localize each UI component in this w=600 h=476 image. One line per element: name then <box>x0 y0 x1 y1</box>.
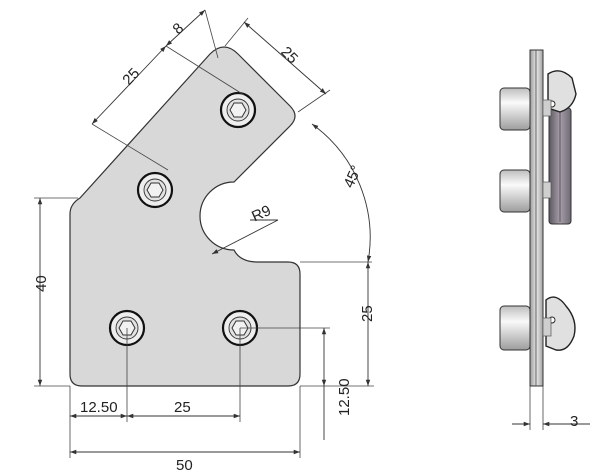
bolt-middle-left <box>136 171 174 209</box>
dim-edge-top-right: 25 <box>277 43 301 67</box>
dim-angle: 45° <box>341 163 366 191</box>
dim-hole-spacing-bottom: 25 <box>174 399 191 416</box>
corner-plate-outline <box>69 46 301 387</box>
dim-height-left: 40 <box>33 275 50 292</box>
bolt-top-right <box>219 91 257 129</box>
dim-overall-width: 50 <box>176 457 193 474</box>
dim-hole-spacing-diag: 25 <box>119 65 143 89</box>
dimension-labels: 8 25 25 45° R9 40 25 12.50 25 12.50 50 3 <box>33 20 578 474</box>
t-nut-bottom <box>545 296 576 351</box>
dim-radius: R9 <box>249 202 273 225</box>
dim-vertical-right: 25 <box>359 305 376 322</box>
hex-socket-icon <box>146 182 164 198</box>
bolt-head-side-middle <box>499 169 531 213</box>
dim-thickness: 3 <box>570 413 578 430</box>
dim-offset-bottom-vertical: 12.50 <box>336 378 353 416</box>
bolt-head-side-bottom <box>499 305 531 351</box>
dim-offset-left: 12.50 <box>80 399 118 416</box>
hex-socket-icon <box>229 102 247 118</box>
dimension-lines <box>34 9 374 458</box>
side-view <box>499 49 590 430</box>
plate-edge <box>529 49 544 387</box>
bolt-head-side-top <box>499 87 531 131</box>
t-nut-top <box>547 70 577 113</box>
